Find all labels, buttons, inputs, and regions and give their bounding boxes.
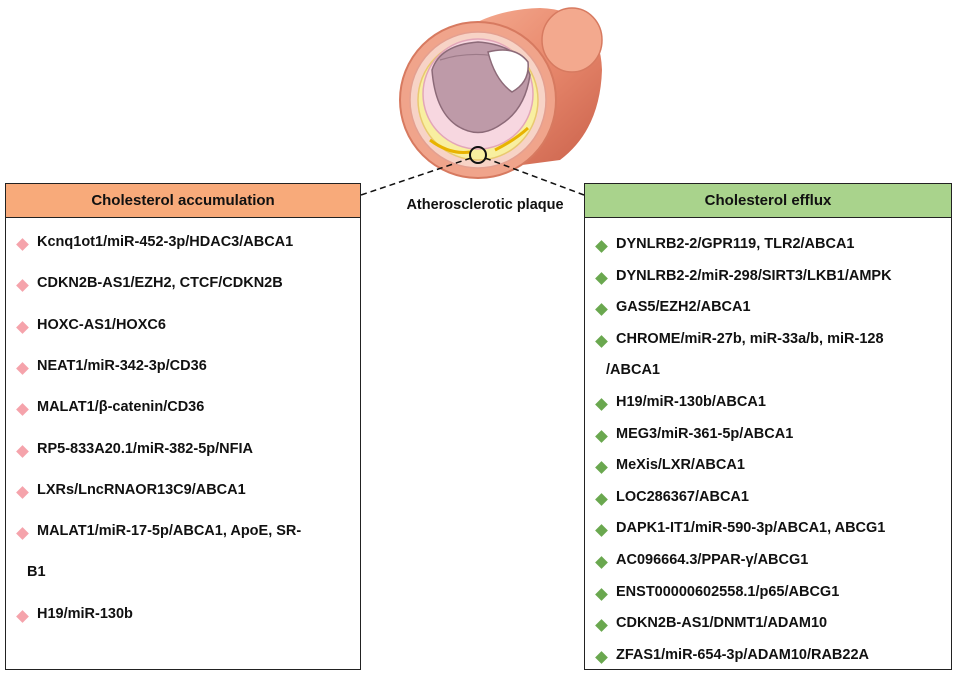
- list-item: /ABCA1: [597, 362, 660, 384]
- list-item-text: LXRs/LncRNAOR13C9/ABCA1: [37, 481, 246, 498]
- list-item: MALAT1/miR-17-5p/ABCA1, ApoE, SR-: [16, 523, 301, 545]
- list-item: Kcnq1ot1/miR-452-3p/HDAC3/ABCA1: [16, 234, 293, 256]
- diamond-bullet-icon: [595, 587, 608, 601]
- diamond-bullet-icon: [595, 334, 608, 348]
- cholesterol-accumulation-panel: Cholesterol accumulation Kcnq1ot1/miR-45…: [5, 183, 361, 670]
- list-item: LXRs/LncRNAOR13C9/ABCA1: [16, 482, 246, 504]
- diamond-bullet-icon: [595, 240, 608, 253]
- list-item-text: CDKN2B-AS1/DNMT1/ADAM10: [616, 615, 828, 632]
- list-item-text: /ABCA1: [606, 362, 660, 379]
- list-item-text: H19/miR-130b/ABCA1: [616, 394, 766, 410]
- list-item: DAPK1-IT1/miR-590-3p/ABCA1, ABCG1: [595, 520, 885, 542]
- list-item-text: MALAT1/β-catenin/CD36: [37, 399, 205, 416]
- list-item-text: GAS5/EZH2/ABCA1: [616, 299, 751, 316]
- diamond-bullet-icon: [595, 271, 608, 285]
- diamond-bullet-icon: [595, 398, 608, 411]
- diamond-bullet-icon: [16, 320, 29, 334]
- diamond-bullet-icon: [16, 527, 29, 540]
- list-item: NEAT1/miR-342-3p/CD36: [16, 358, 207, 380]
- diamond-bullet-icon: [595, 556, 608, 569]
- diamond-bullet-icon: [595, 492, 608, 506]
- list-item-text: NEAT1/miR-342-3p/CD36: [37, 357, 207, 374]
- list-item-text: CHROME/miR-27b, miR-33a/b, miR-128: [616, 330, 884, 347]
- diamond-bullet-icon: [16, 609, 29, 623]
- list-item-text: RP5-833A20.1/miR-382-5p/NFIA: [37, 440, 253, 457]
- list-item: MALAT1/β-catenin/CD36: [16, 399, 204, 421]
- list-item-text: MALAT1/miR-17-5p/ABCA1, ApoE, SR-: [37, 523, 302, 540]
- panel-title: Cholesterol accumulation: [6, 184, 360, 218]
- plaque-label: Atherosclerotic plaque: [406, 197, 564, 213]
- plaque-highlight-circle: [469, 146, 487, 164]
- list-item-text: AC096664.3/PPAR-γ/ABCG1: [616, 552, 809, 568]
- list-item-text: CDKN2B-AS1/EZH2, CTCF/CDKN2B: [37, 275, 283, 292]
- list-item: GAS5/EZH2/ABCA1: [595, 299, 751, 321]
- list-item-text: H19/miR-130b: [37, 605, 133, 622]
- diamond-bullet-icon: [16, 362, 29, 375]
- list-item-text: Kcnq1ot1/miR-452-3p/HDAC3/ABCA1: [37, 234, 294, 250]
- diamond-bullet-icon: [595, 303, 608, 317]
- diamond-bullet-icon: [16, 279, 29, 293]
- panel-title: Cholesterol efflux: [585, 184, 951, 218]
- list-item: MeXis/LXR/ABCA1: [595, 457, 745, 479]
- diamond-bullet-icon: [595, 619, 608, 633]
- artery-cross-section: [399, 21, 557, 179]
- list-item-text: B1: [27, 564, 46, 581]
- list-item: RP5-833A20.1/miR-382-5p/NFIA: [16, 441, 253, 463]
- list-item: H19/miR-130b: [16, 606, 133, 628]
- list-item-text: DAPK1-IT1/miR-590-3p/ABCA1, ABCG1: [616, 520, 886, 537]
- list-item: ZFAS1/miR-654-3p/ADAM10/RAB22A: [595, 647, 869, 669]
- diamond-bullet-icon: [16, 238, 29, 251]
- list-item-text: DYNLRB2-2/miR-298/SIRT3/LKB1/AMPK: [616, 267, 892, 284]
- list-item: B1: [18, 564, 46, 586]
- diamond-bullet-icon: [16, 444, 29, 458]
- diamond-bullet-icon: [16, 485, 29, 499]
- diamond-bullet-icon: [595, 650, 608, 664]
- list-item: H19/miR-130b/ABCA1: [595, 394, 766, 416]
- list-item: CDKN2B-AS1/EZH2, CTCF/CDKN2B: [16, 275, 283, 297]
- list-item-text: MEG3/miR-361-5p/ABCA1: [616, 425, 794, 442]
- list-item: ENST00000602558.1/p65/ABCG1: [595, 584, 839, 606]
- list-item-text: HOXC-AS1/HOXC6: [37, 316, 166, 333]
- cholesterol-efflux-panel: Cholesterol efflux DYNLRB2-2/GPR119, TLR…: [584, 183, 952, 670]
- list-item-text: ZFAS1/miR-654-3p/ADAM10/RAB22A: [616, 646, 870, 663]
- list-item: AC096664.3/PPAR-γ/ABCG1: [595, 552, 808, 574]
- list-item-text: MeXis/LXR/ABCA1: [616, 457, 745, 474]
- diamond-bullet-icon: [16, 403, 29, 417]
- list-item-text: LOC286367/ABCA1: [616, 488, 749, 505]
- list-item: MEG3/miR-361-5p/ABCA1: [595, 426, 793, 448]
- list-item-text: DYNLRB2-2/GPR119, TLR2/ABCA1: [616, 236, 855, 252]
- connector-right: [484, 157, 585, 196]
- list-item: DYNLRB2-2/GPR119, TLR2/ABCA1: [595, 236, 855, 258]
- list-item: CHROME/miR-27b, miR-33a/b, miR-128: [595, 331, 884, 353]
- list-item: LOC286367/ABCA1: [595, 489, 749, 511]
- list-item: CDKN2B-AS1/DNMT1/ADAM10: [595, 615, 827, 637]
- diamond-bullet-icon: [595, 429, 608, 443]
- list-item: DYNLRB2-2/miR-298/SIRT3/LKB1/AMPK: [595, 268, 892, 290]
- list-item-text: ENST00000602558.1/p65/ABCG1: [616, 583, 840, 600]
- diamond-bullet-icon: [595, 461, 608, 475]
- diamond-bullet-icon: [595, 524, 608, 538]
- list-item: HOXC-AS1/HOXC6: [16, 317, 166, 339]
